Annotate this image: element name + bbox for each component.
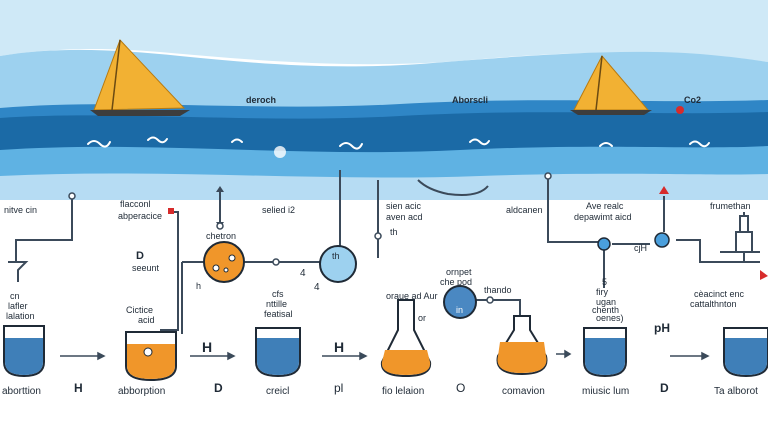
blue-reactor	[319, 245, 357, 283]
label-co2: Co2	[684, 95, 702, 105]
sky	[0, 0, 768, 65]
label-d1: D	[214, 381, 223, 395]
label-pl: pl	[334, 381, 344, 395]
label-ave-realc-2: depawimt aicd	[574, 212, 632, 222]
wave-marks	[87, 136, 710, 150]
right-apparatus	[720, 215, 760, 253]
co2-marker	[676, 106, 684, 114]
beaker-3	[255, 327, 301, 378]
label-ave-realc-1: Ave realc	[586, 201, 624, 211]
label-four-b: 4	[314, 282, 320, 293]
label-cjh: cjH	[634, 243, 647, 253]
label-cn-3: lalation	[6, 311, 35, 321]
label-fry-2: ugan	[596, 297, 617, 307]
mid-valve	[443, 285, 477, 319]
process-arrows	[60, 349, 710, 361]
orange-reactor	[203, 241, 245, 283]
label-fry-3: chenth	[592, 305, 620, 315]
sea-bottom	[0, 173, 768, 200]
label-ph-mid: pH	[654, 321, 670, 335]
arrow-label-h2: H	[334, 339, 345, 355]
label-ornpet-2: che pod	[440, 277, 473, 287]
label-cictice-1: Cictice	[126, 305, 154, 315]
label-fio: fio lelaion	[382, 386, 425, 397]
beaker-1	[3, 325, 45, 378]
funnel-left	[8, 261, 29, 282]
label-abortion: aborttion	[2, 386, 41, 397]
label-ornpet-1: ornpet	[446, 267, 472, 277]
beaker-2	[125, 331, 177, 382]
label-frumethan: frumethan	[710, 201, 751, 211]
label-cfs-1: cfs	[272, 289, 284, 299]
label-seeunt: seeunt	[132, 263, 160, 273]
label-fry-4: oenes)	[596, 313, 624, 323]
label-ceacinct-2: cattalthnton	[690, 299, 737, 309]
node-blue-2	[654, 232, 670, 248]
label-th: th	[390, 227, 398, 237]
label-orave: oraue ad Aur	[386, 291, 438, 301]
orange-reactor-dots	[212, 254, 236, 273]
arrow-label-h1: H	[202, 339, 213, 355]
beaker-6	[583, 327, 627, 378]
flask-4	[380, 299, 432, 378]
label-ta: Ta alborot	[714, 386, 758, 397]
label-chetron: chetron	[206, 231, 237, 241]
label-or: or	[418, 313, 427, 323]
label-cn-2: lafler	[8, 301, 28, 311]
label-acetic-1: sien acic	[386, 201, 422, 211]
label-h-small: h	[196, 281, 202, 291]
label-deroch: deroch	[246, 95, 277, 105]
label-acetic-2: aven acd	[386, 212, 423, 222]
sailboat-left	[90, 39, 190, 116]
label-o: O	[456, 381, 466, 395]
label-abborption: abborption	[118, 386, 166, 397]
label-four-a: 4	[300, 268, 306, 279]
sparkle	[274, 146, 286, 158]
node-blue-1	[597, 237, 611, 251]
label-cfs-3: featisal	[264, 309, 293, 319]
label-h-bottom: H	[74, 381, 83, 395]
label-flacconl: flacconl	[120, 199, 151, 209]
label-five: 5	[602, 277, 608, 287]
label-in-circle: in	[456, 305, 464, 315]
red-tag-left	[168, 208, 174, 214]
red-arrow-up	[659, 186, 669, 194]
label-selied: selied i2	[262, 205, 296, 215]
label-abperacice: abperacice	[118, 211, 163, 221]
label-cfs-2: nttille	[266, 299, 288, 309]
pipes	[15, 170, 760, 334]
label-cictice-2: acid	[138, 315, 155, 325]
label-comavion: comavion	[502, 386, 545, 397]
beaker-7	[723, 327, 768, 378]
label-creicl: creicl	[266, 386, 290, 397]
red-tip-right	[760, 270, 768, 280]
label-aldcanen: aldcanen	[506, 205, 543, 215]
label-fry-1: firy	[596, 287, 608, 297]
label-ceacinct-1: cèacinct enc	[694, 289, 745, 299]
label-cn-1: cn	[10, 291, 20, 301]
label-th-circle: th	[332, 251, 340, 261]
label-d2: D	[660, 381, 669, 395]
label-music: miusic lum	[582, 386, 630, 397]
label-d: D	[136, 250, 144, 262]
label-nitve-cin: nitve cin	[4, 205, 38, 215]
label-aborscli: Aborscli	[452, 95, 489, 105]
sailboat-right	[570, 55, 652, 115]
label-thando: thando	[484, 285, 512, 295]
flask-5	[496, 315, 548, 376]
